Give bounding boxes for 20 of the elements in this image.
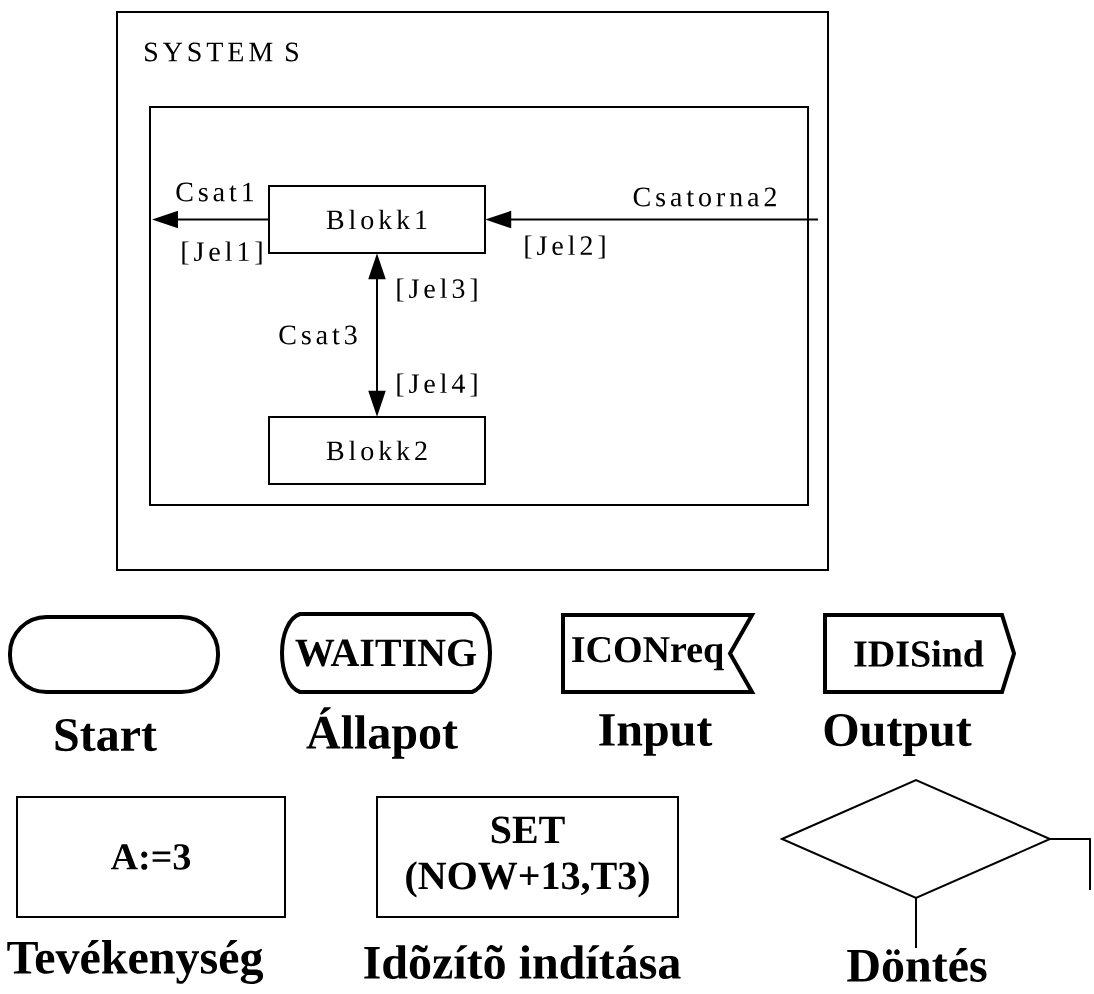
- signal-label: [Jel3]: [397, 278, 477, 302]
- symbol-caption: Start: [55, 718, 157, 752]
- channel-label: Csat1: [176, 182, 253, 202]
- timer-box: SET (NOW+13,T3): [376, 796, 679, 918]
- block-box: Blokk2: [268, 416, 486, 485]
- channel-label: Csat3: [279, 325, 357, 345]
- symbol-caption: Output: [824, 714, 972, 756]
- symbol-caption: Döntés: [847, 948, 987, 982]
- block-box: Blokk1: [268, 185, 486, 254]
- signal-label: [Jel1]: [182, 241, 262, 265]
- channel-label: Csatorna2: [633, 187, 776, 207]
- symbol-caption: Állapot: [306, 707, 458, 759]
- signal-label: [Jel2]: [525, 235, 605, 259]
- task-box: A:=3: [16, 796, 286, 918]
- signal-label: [Jel4]: [397, 373, 477, 397]
- block-area: [149, 106, 809, 506]
- symbol-caption: Idõzítõ indítása: [364, 945, 681, 979]
- start-symbol: [8, 615, 220, 694]
- symbol-caption: Tevékenység: [7, 940, 264, 984]
- symbol-caption: Input: [599, 714, 713, 756]
